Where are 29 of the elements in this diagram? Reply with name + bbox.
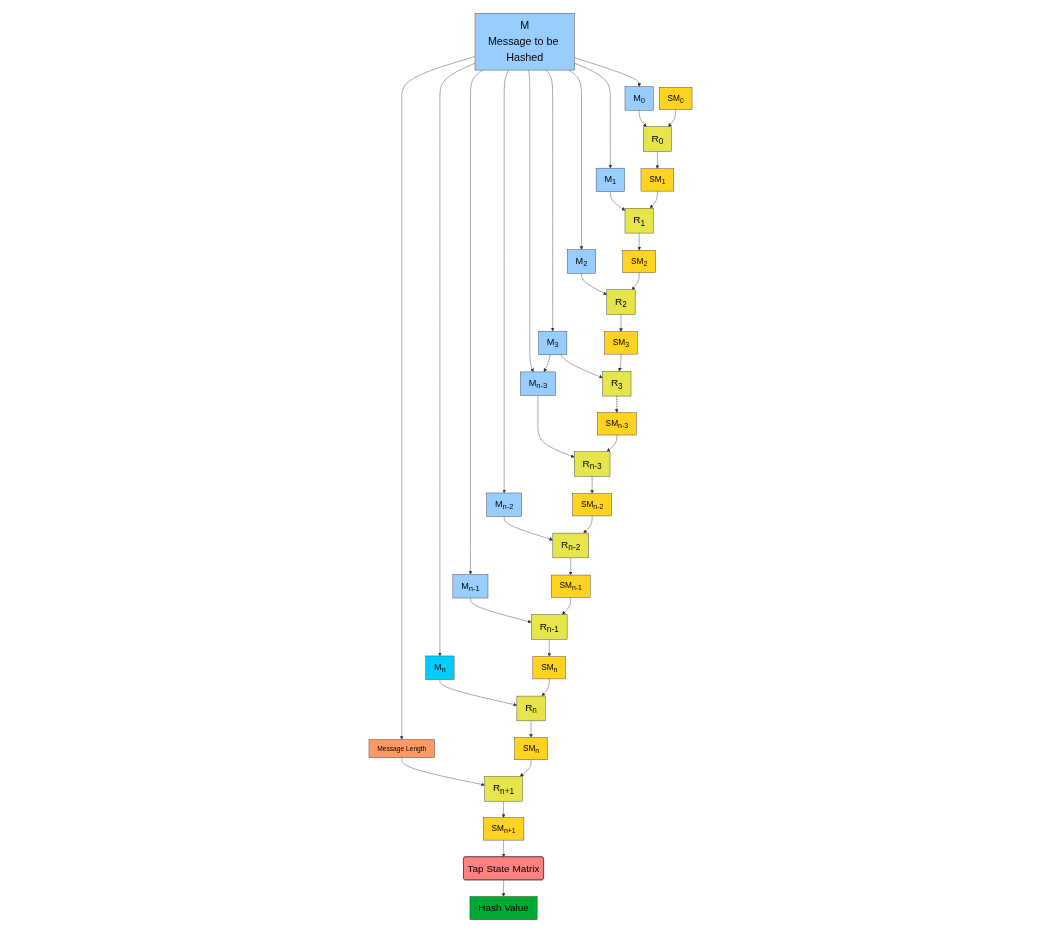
node-box: Hash Value (469, 896, 538, 920)
node-box: SM$_{n}$ (514, 737, 548, 761)
node-box: R$_{1}$ (624, 208, 654, 234)
node-box: R$_{n}$ (516, 695, 546, 722)
node-box: R$_{n+1}$ (484, 776, 523, 802)
node-box: M$_{0}$ (624, 86, 654, 111)
node-box: SM$_{2}$ (622, 250, 656, 273)
node-box: M Message to be Hashed (474, 13, 575, 71)
node-box: M$_{2}$ (567, 249, 596, 274)
node-box: M$_{n}$ (425, 655, 455, 680)
node-box: SM$_{n}$ (532, 656, 566, 680)
node-box: SM$_{n-2}$ (572, 493, 612, 517)
node-box: M$_{n-3}$ (520, 371, 556, 396)
node-box: M$_{n-2}$ (486, 492, 522, 517)
node-box: R$_{n-3}$ (574, 451, 611, 477)
node-box: SM$_{1}$ (640, 168, 675, 192)
node-box: M$_{1}$ (595, 167, 625, 192)
node-box: R$_{2}$ (606, 289, 636, 315)
node-box: M$_{3}$ (538, 330, 568, 355)
node-box: R$_{3}$ (602, 371, 632, 397)
node-box: SM$_{3}$ (604, 331, 638, 355)
node-box: R$_{0}$ (643, 126, 672, 152)
node-box: R$_{n-1}$ (531, 614, 568, 640)
node-box: SM$_{0}$ (658, 87, 693, 110)
node-box: M$_{n-1}$ (452, 574, 489, 599)
node-box: R$_{n-2}$ (552, 532, 589, 559)
node-box: SM$_{n-3}$ (597, 412, 637, 436)
node-box: SM$_{n-1}$ (551, 574, 591, 598)
node-box: SM$_{n+1}$ (482, 817, 525, 841)
